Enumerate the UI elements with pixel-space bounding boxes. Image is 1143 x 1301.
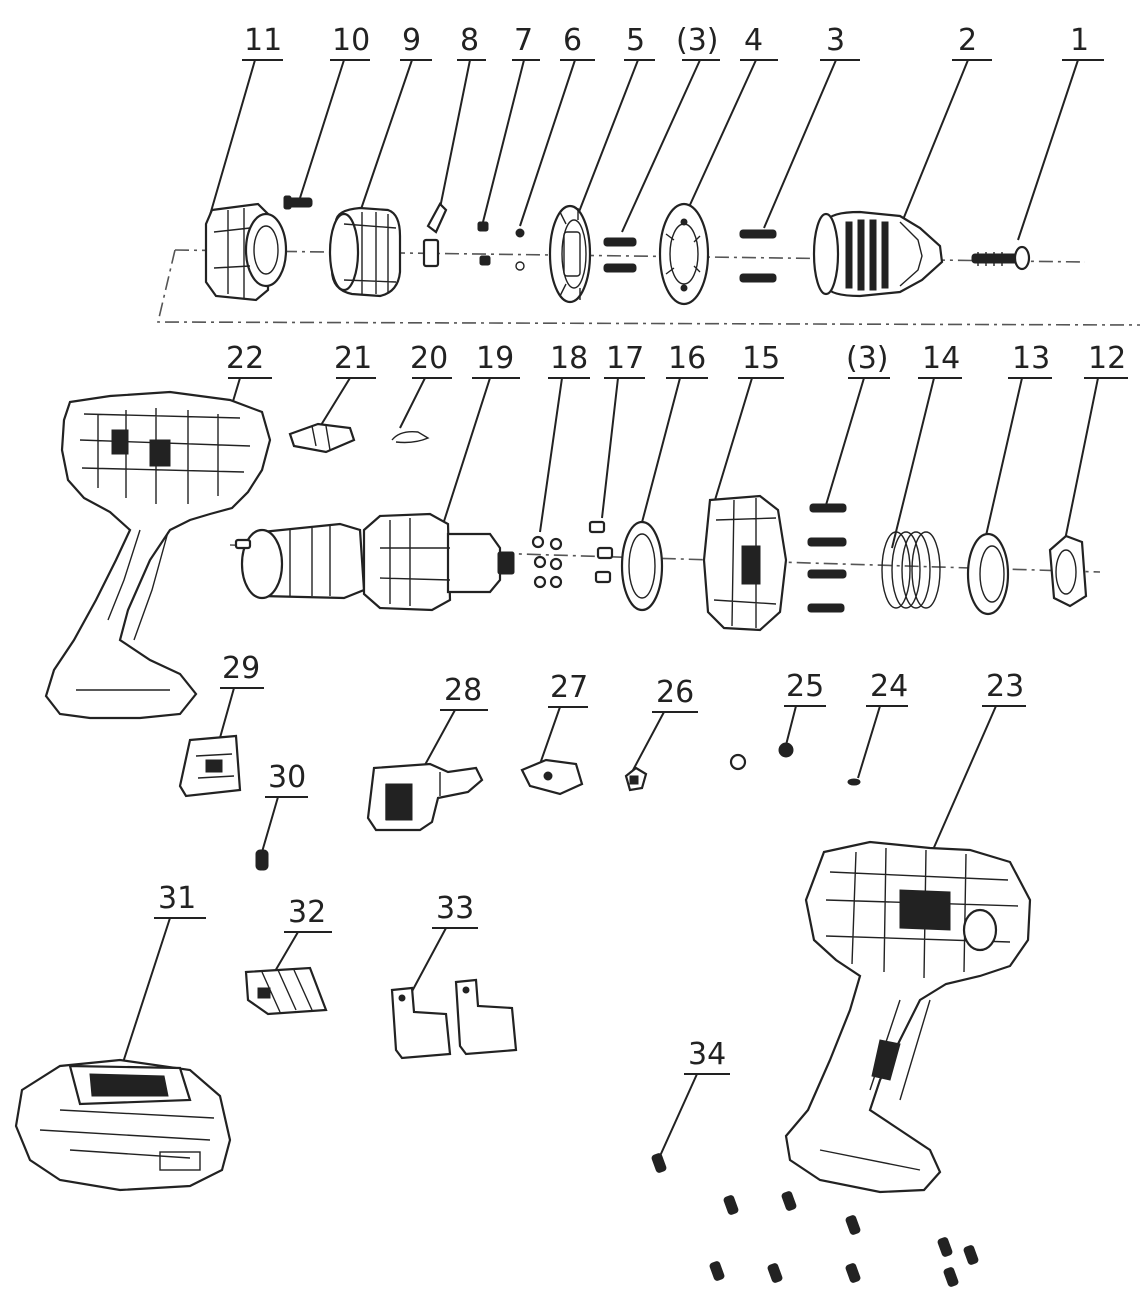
part-9-clutch-ring bbox=[328, 206, 402, 298]
label-9: 9 bbox=[402, 23, 421, 58]
label-1: 1 bbox=[1070, 23, 1089, 58]
part-27-switch-plate bbox=[520, 758, 584, 796]
label-18: 18 bbox=[550, 341, 588, 376]
part-12-front-clamp bbox=[1048, 534, 1088, 608]
part-24-small-screw bbox=[847, 778, 861, 786]
leader-lines bbox=[115, 59, 1128, 1157]
label-33: 33 bbox=[436, 891, 474, 926]
part-20-spring-clip bbox=[391, 430, 430, 444]
label-12: 12 bbox=[1088, 341, 1126, 376]
label-11: 11 bbox=[244, 23, 282, 58]
label-13: 13 bbox=[1012, 341, 1050, 376]
label-2: 2 bbox=[958, 23, 977, 58]
part-10-screw bbox=[283, 195, 313, 210]
part-11-gear-housing bbox=[204, 202, 288, 302]
label-8: 8 bbox=[460, 23, 479, 58]
part-28-trigger-switch bbox=[366, 762, 484, 832]
part-4-gear-ring bbox=[658, 202, 710, 306]
part-23-right-housing bbox=[784, 840, 1032, 1194]
label-29: 29 bbox=[222, 651, 260, 686]
upper-row-axis bbox=[174, 249, 1086, 263]
upper-row-axis-frame bbox=[156, 249, 1141, 326]
part-19-motor-gearbox bbox=[234, 512, 515, 612]
part-3-paren-screws-upper bbox=[603, 237, 637, 273]
part-31-battery-pack bbox=[14, 1058, 232, 1192]
part-29-switch-button bbox=[178, 734, 242, 798]
label-28: 28 bbox=[444, 673, 482, 708]
label-23: 23 bbox=[986, 669, 1024, 704]
part-15-gear-case bbox=[702, 494, 788, 632]
part-3-screws bbox=[739, 229, 777, 283]
label-20: 20 bbox=[410, 341, 448, 376]
part-25-led-and-nut bbox=[729, 742, 794, 771]
part-number-labels: 11 10 9 8 7 6 5 (3) 4 3 2 1 22 21 20 19 … bbox=[158, 23, 1126, 1072]
part-2-drill-chuck bbox=[812, 210, 944, 298]
label-10: 10 bbox=[332, 23, 370, 58]
label-24: 24 bbox=[870, 669, 908, 704]
part-30-screw bbox=[255, 849, 269, 871]
label-7: 7 bbox=[514, 23, 533, 58]
label-31: 31 bbox=[158, 881, 196, 916]
label-21: 21 bbox=[334, 341, 372, 376]
part-33-terminal-plates bbox=[390, 978, 518, 1060]
part-34-housing-screws bbox=[651, 1153, 979, 1287]
part-6-steel-balls bbox=[515, 228, 525, 271]
label-25: 25 bbox=[786, 669, 824, 704]
label-14: 14 bbox=[922, 341, 960, 376]
label-3-paren-top: (3) bbox=[676, 23, 719, 58]
label-16: 16 bbox=[668, 341, 706, 376]
part-5-planetary-plate bbox=[548, 204, 592, 304]
part-7-balls bbox=[477, 221, 491, 266]
part-16-ring-gear bbox=[620, 520, 664, 612]
part-8-adjustment-spring bbox=[422, 202, 448, 268]
part-18-planet-gears bbox=[531, 535, 563, 589]
label-5: 5 bbox=[626, 23, 645, 58]
label-4: 4 bbox=[744, 23, 763, 58]
label-19: 19 bbox=[476, 341, 514, 376]
label-27: 27 bbox=[550, 670, 588, 705]
label-26: 26 bbox=[656, 675, 694, 710]
part-26-led-holder bbox=[624, 766, 648, 792]
label-34: 34 bbox=[688, 1037, 726, 1072]
part-1-chuck-screw bbox=[971, 245, 1031, 271]
label-15: 15 bbox=[742, 341, 780, 376]
label-22: 22 bbox=[226, 341, 264, 376]
part-32-battery-terminal bbox=[244, 966, 328, 1016]
label-3-paren-middle: (3) bbox=[846, 341, 889, 376]
label-30: 30 bbox=[268, 760, 306, 795]
label-32: 32 bbox=[288, 895, 326, 930]
label-6: 6 bbox=[563, 23, 582, 58]
label-17: 17 bbox=[606, 341, 644, 376]
part-17-pins bbox=[588, 520, 614, 584]
label-3: 3 bbox=[826, 23, 845, 58]
part-3-paren-screws-middle bbox=[807, 503, 847, 613]
part-21-switch-cover bbox=[288, 422, 356, 454]
part-13-adjusting-ring bbox=[966, 532, 1010, 616]
part-22-left-housing bbox=[44, 390, 272, 720]
part-14-spring bbox=[881, 531, 941, 609]
